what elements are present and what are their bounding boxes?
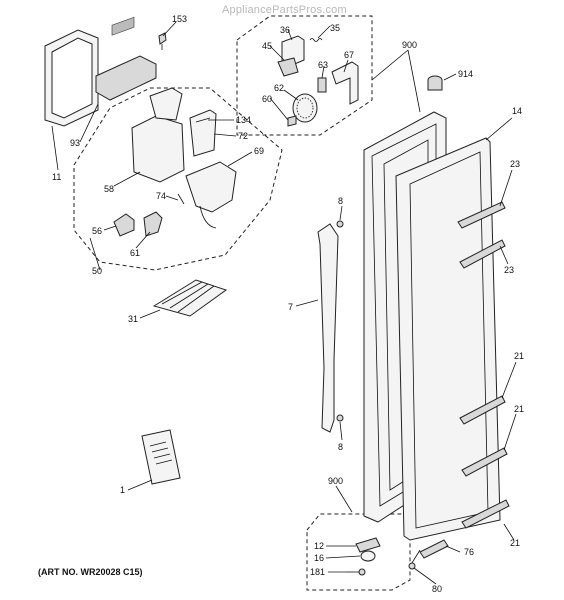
- callout-labels: 153 35 36 45 67 63 62 60 900 914 11 93 1…: [52, 14, 524, 594]
- callout-1: 1: [120, 485, 125, 495]
- part-23-shelf-upper[interactable]: [457, 201, 506, 229]
- callout-74: 74: [156, 191, 166, 201]
- part-8-screw-top[interactable]: [336, 220, 344, 228]
- callout-900-bottom: 900: [328, 476, 343, 486]
- callout-8-upper: 8: [338, 196, 343, 206]
- callout-45: 45: [262, 41, 272, 51]
- callout-153: 153: [172, 14, 187, 24]
- part-21-shelf-1[interactable]: [459, 395, 506, 425]
- callout-67: 67: [344, 50, 354, 60]
- art-number: (ART NO. WR20028 C15): [38, 567, 143, 577]
- part-181-screw[interactable]: [346, 568, 366, 576]
- callout-23-upper: 23: [510, 159, 520, 169]
- part-16-bushing[interactable]: [360, 550, 376, 562]
- part-72-bracket[interactable]: [189, 109, 217, 157]
- part-69-ice-chute[interactable]: [185, 161, 237, 229]
- part-153-screw[interactable]: [158, 32, 167, 50]
- part-35-spring[interactable]: [309, 38, 323, 42]
- part-45-switch[interactable]: [277, 57, 299, 77]
- part-58-motor-housing[interactable]: [131, 87, 185, 183]
- callout-76: 76: [464, 547, 474, 557]
- callout-134: 134: [236, 115, 251, 125]
- callout-80: 80: [432, 584, 442, 594]
- callout-35: 35: [330, 23, 340, 33]
- callout-31: 31: [128, 314, 138, 324]
- callout-14: 14: [512, 106, 522, 116]
- callout-21-3: 21: [510, 538, 520, 548]
- part-60-clip[interactable]: [287, 115, 297, 127]
- callout-7: 7: [288, 302, 293, 312]
- callout-69: 69: [254, 146, 264, 156]
- part-56-switch[interactable]: [113, 213, 135, 237]
- watermark: AppliancePartsPros.com: [222, 4, 347, 16]
- part-74-pin[interactable]: [177, 193, 185, 205]
- callout-61: 61: [130, 248, 140, 258]
- callout-58: 58: [104, 184, 114, 194]
- callout-23-lower: 23: [504, 265, 514, 275]
- group-box-ice-maker-controls: [236, 15, 373, 136]
- part-21-shelf-3[interactable]: [461, 499, 510, 529]
- part-914-plug[interactable]: [427, 75, 443, 91]
- callout-8-lower: 8: [338, 442, 343, 452]
- callout-181: 181: [310, 567, 325, 577]
- callout-900-top: 900: [402, 40, 417, 50]
- callout-16: 16: [314, 553, 324, 563]
- group-box-ice-dispenser-50: [73, 87, 283, 271]
- part-21-shelf-2[interactable]: [461, 447, 508, 477]
- part-8-screw-bottom[interactable]: [336, 414, 344, 422]
- part-80-screw[interactable]: [408, 549, 421, 570]
- callout-93: 93: [70, 138, 80, 148]
- part-61-switch[interactable]: [143, 211, 163, 237]
- part-63-fastener[interactable]: [317, 77, 327, 93]
- part-11-frame[interactable]: [44, 29, 99, 127]
- callout-60: 60: [262, 94, 272, 104]
- part-1-manual[interactable]: [141, 429, 181, 485]
- part-93-control-board[interactable]: [95, 16, 157, 101]
- group-box-hinge-900: [306, 513, 411, 591]
- callout-63: 63: [318, 60, 328, 70]
- callout-21-2: 21: [514, 404, 524, 414]
- part-12-hinge[interactable]: [355, 537, 381, 553]
- callout-62: 62: [274, 83, 284, 93]
- callout-56: 56: [92, 226, 102, 236]
- callout-21-1: 21: [514, 351, 524, 361]
- part-76-hinge-pin[interactable]: [419, 539, 449, 559]
- callout-914: 914: [458, 69, 473, 79]
- leader-lines: [51, 21, 517, 585]
- callout-50: 50: [92, 266, 102, 276]
- callout-11: 11: [52, 172, 61, 182]
- callout-12: 12: [314, 541, 324, 551]
- part-31-insert[interactable]: [152, 279, 228, 317]
- part-67-bracket[interactable]: [331, 61, 359, 105]
- part-23-shelf-lower[interactable]: [459, 239, 506, 269]
- part-134-screw[interactable]: [195, 117, 211, 123]
- part-14-door-liner[interactable]: [395, 137, 501, 541]
- part-7-handle[interactable]: [317, 223, 339, 433]
- callout-36: 36: [280, 25, 290, 35]
- part-62-gear[interactable]: [292, 93, 318, 123]
- callout-72: 72: [238, 131, 248, 141]
